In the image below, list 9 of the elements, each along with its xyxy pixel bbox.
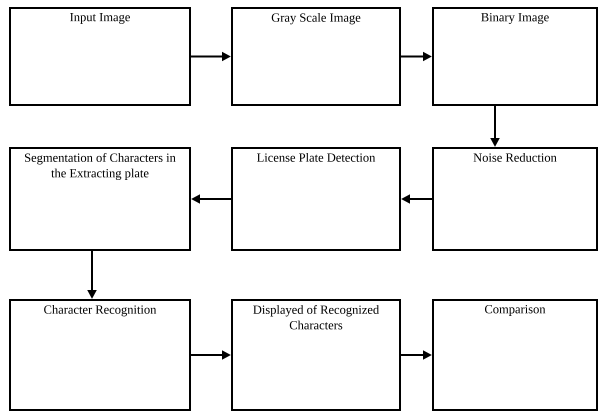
process-box: License Plate Detection: [231, 147, 401, 251]
process-box: Binary Image: [432, 7, 598, 106]
process-box: Input Image: [9, 7, 191, 106]
process-box: Gray Scale Image: [231, 7, 401, 106]
process-box: Noise Reduction: [432, 147, 598, 251]
process-box: Displayed of Recognized Characters: [231, 299, 401, 411]
process-box: Segmentation of Characters in the Extracting plate: [9, 147, 191, 251]
process-box: Comparison: [432, 299, 598, 411]
process-box: Character Recognition: [9, 299, 191, 411]
